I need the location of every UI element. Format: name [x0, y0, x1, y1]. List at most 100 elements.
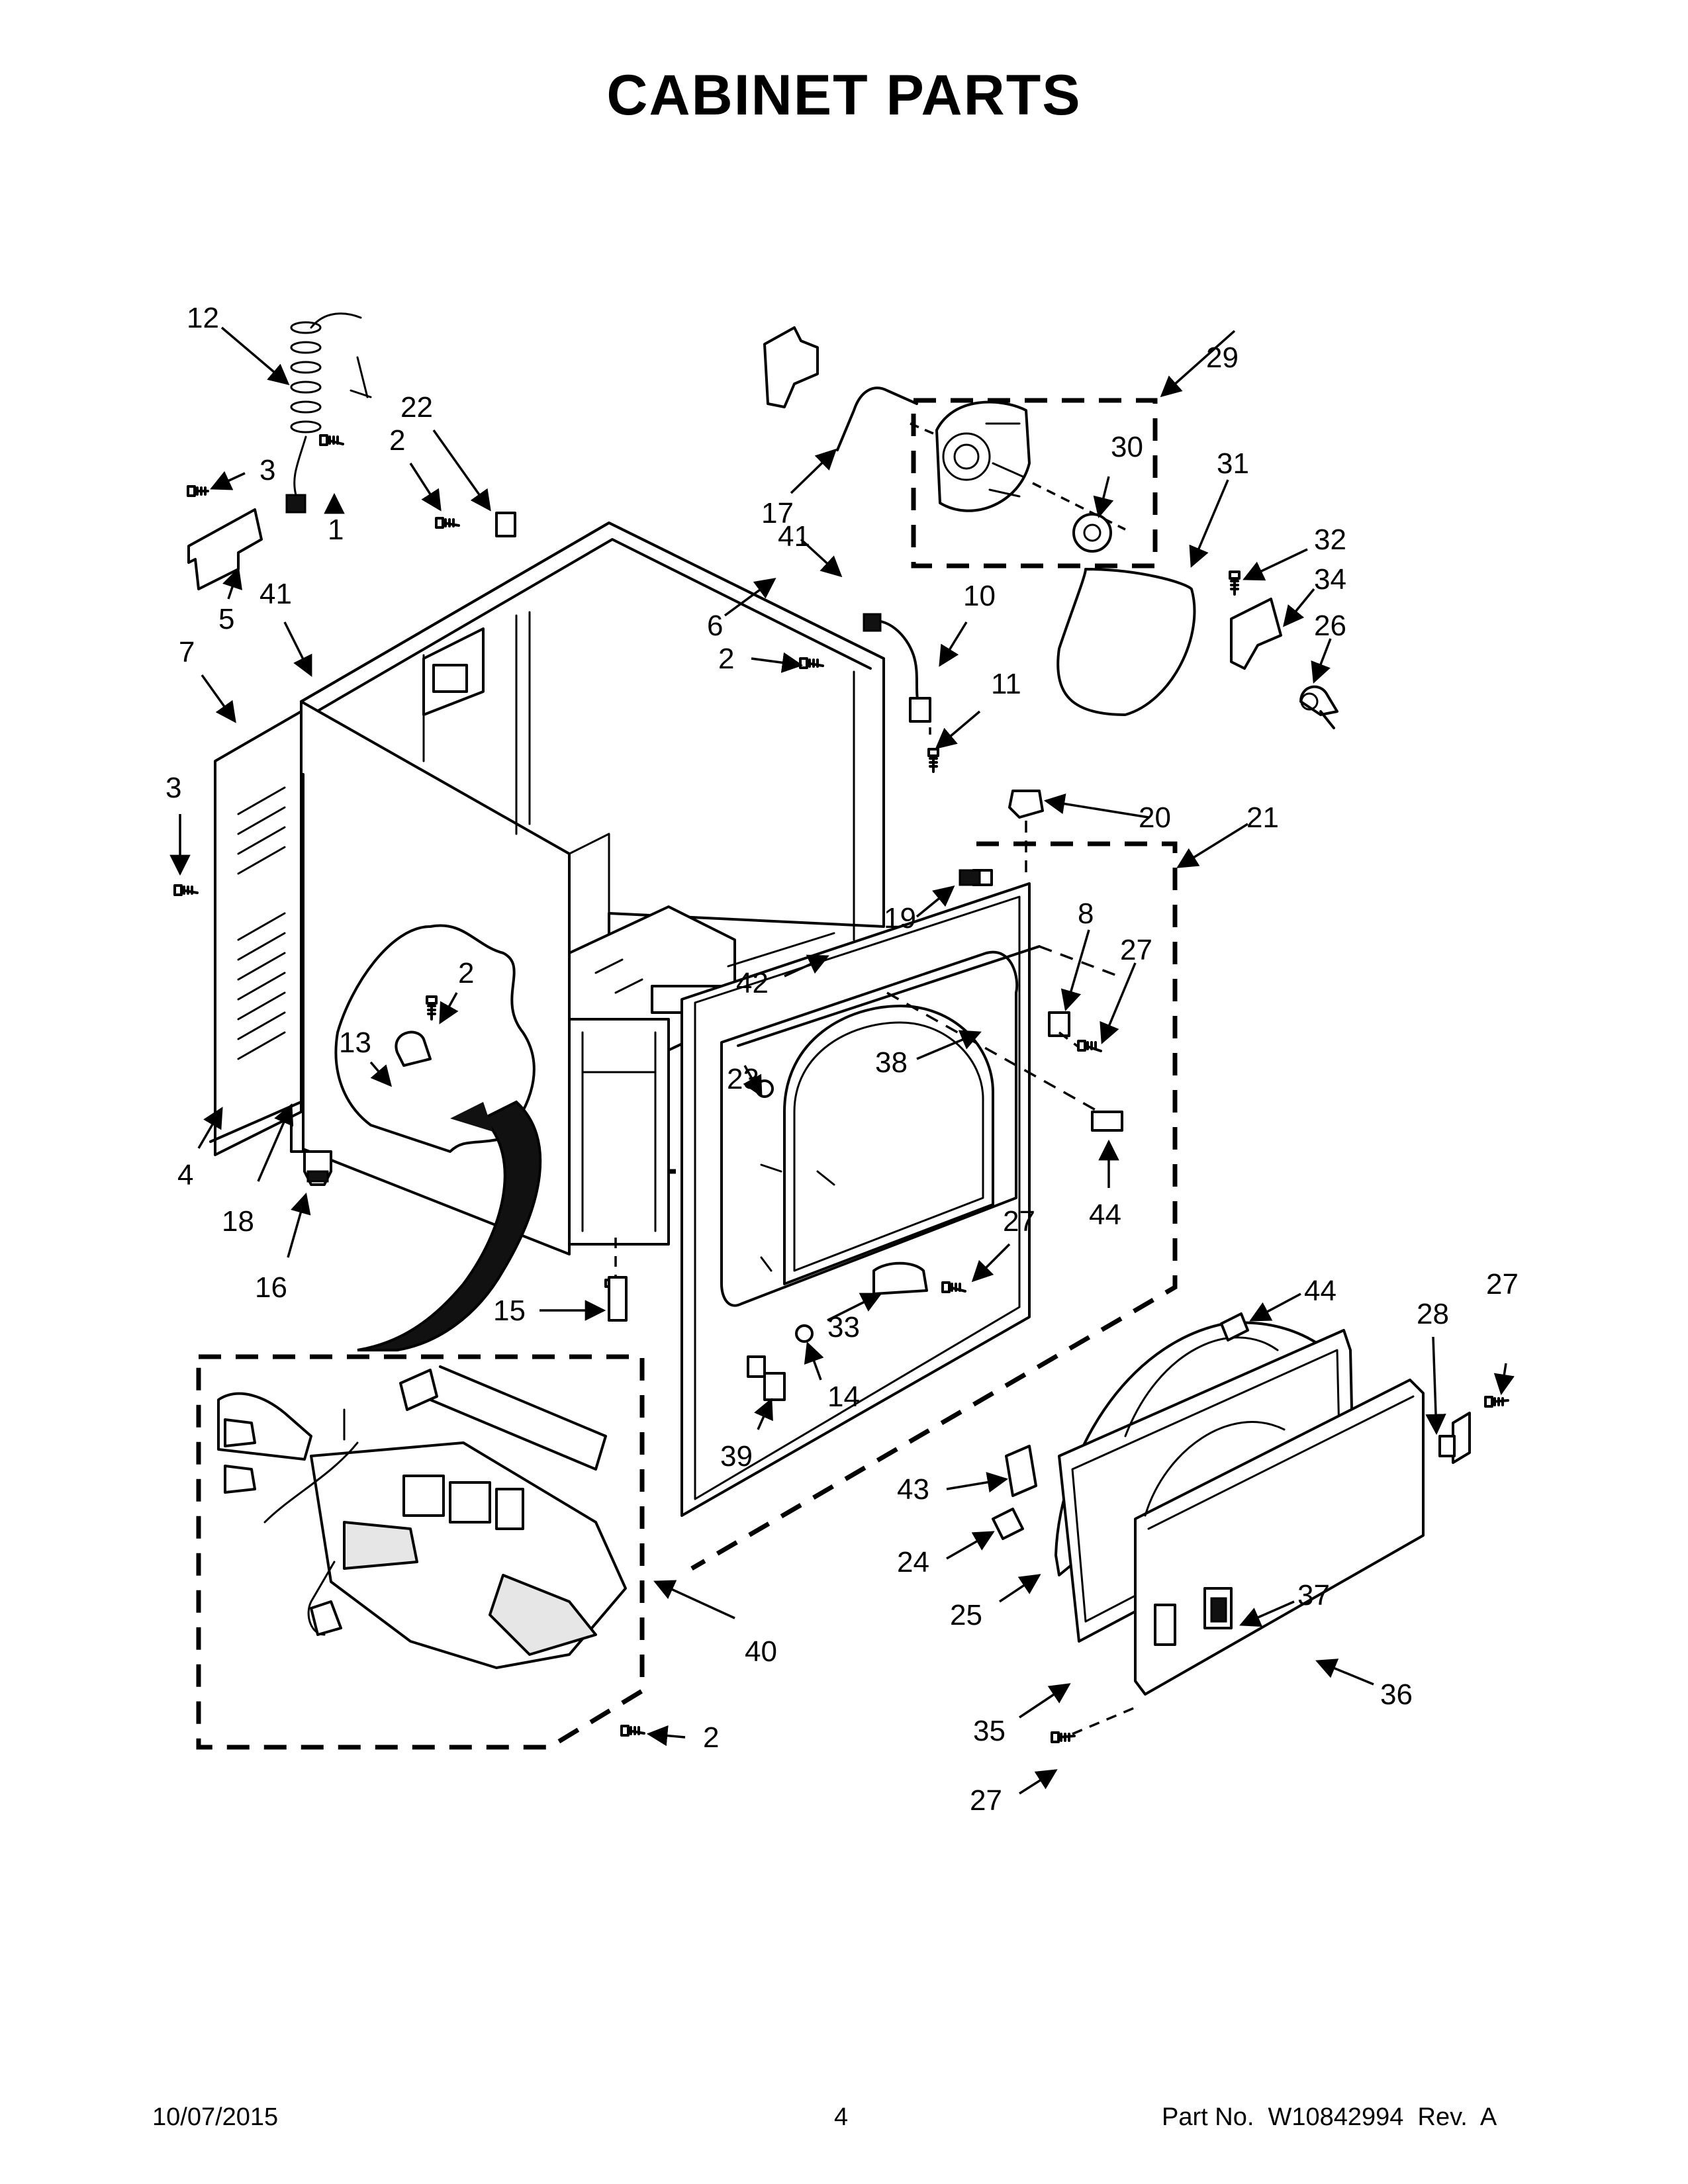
lamp-socket-39: [763, 1372, 786, 1401]
callout-27: 27: [1003, 1205, 1035, 1238]
screw-icon: [620, 1725, 645, 1737]
callout-27: 27: [970, 1784, 1002, 1817]
bracket-8: [1048, 1011, 1070, 1037]
callout-35: 35: [973, 1715, 1006, 1747]
callout-17: 17: [761, 497, 794, 529]
callout-32: 32: [1314, 523, 1346, 556]
grommet-14: [795, 1324, 814, 1343]
callout-12: 12: [187, 302, 219, 334]
screw-icon: [319, 434, 344, 446]
callout-4: 4: [177, 1159, 193, 1191]
callout-38: 38: [875, 1046, 908, 1079]
callout-29: 29: [1206, 341, 1239, 374]
idler-pulley-26: [1299, 685, 1338, 716]
callout-41: 41: [259, 578, 292, 610]
callout-5: 5: [218, 603, 234, 635]
callout-30: 30: [1111, 431, 1143, 463]
drive-belt-31: [1056, 568, 1196, 716]
callout-43: 43: [897, 1473, 929, 1506]
cross-bar-42: [737, 945, 1041, 1047]
callout-7: 7: [179, 636, 195, 668]
callout-31: 31: [1217, 447, 1249, 480]
exhaust-duct: [357, 1100, 542, 1351]
callout-27: 27: [1120, 934, 1152, 966]
callout-23: 23: [727, 1063, 759, 1095]
idler-bracket-34: [1230, 598, 1282, 670]
footer-page-number: 4: [834, 2103, 849, 2131]
left-panels: [187, 312, 372, 1186]
motor-bracket-6: [763, 326, 819, 408]
callout-15: 15: [493, 1295, 526, 1327]
callout-37: 37: [1297, 1579, 1330, 1612]
bracket-13: [395, 1030, 432, 1067]
motor-assembly-boundary: [911, 398, 1158, 569]
callout-10: 10: [963, 580, 996, 612]
bracket-15: [608, 1276, 628, 1322]
door-catch-24: [992, 1508, 1024, 1540]
switch-19: [959, 869, 981, 886]
front-panel: [680, 790, 1123, 1517]
door-strike-43: [1005, 1445, 1037, 1497]
callout-28: 28: [1417, 1298, 1449, 1330]
callout-2: 2: [718, 643, 734, 675]
screw-icon: [1484, 1396, 1509, 1408]
footer-date: 10/07/2015: [152, 2103, 279, 2131]
screw-icon: [941, 1281, 966, 1293]
callout-1: 1: [328, 514, 344, 546]
callout-18: 18: [222, 1205, 254, 1238]
vent-slots: [237, 786, 286, 1060]
callout-2: 2: [458, 957, 474, 989]
burner-assembly-boundary: [196, 1354, 645, 1750]
strike-plate-44: [1091, 1111, 1123, 1132]
callout-3: 3: [259, 454, 275, 486]
callout-34: 34: [1314, 563, 1346, 596]
callout-25: 25: [950, 1599, 982, 1631]
cutaway-blob: [334, 924, 536, 1153]
top-cap-20: [1008, 790, 1044, 819]
callout-2: 2: [703, 1721, 719, 1754]
pulley: [1072, 513, 1112, 553]
vented-side-panel: [214, 710, 303, 1156]
cover-plate-5: [187, 508, 263, 590]
callout-42: 42: [736, 967, 769, 999]
motor-assembly: [763, 326, 1338, 729]
screw-icon: [435, 517, 460, 529]
callout-numbers: 12 22 2 3 1 5 41 7 3 2 13 4 18 16 6 17 2…: [165, 302, 1519, 1817]
screw-icon: [173, 884, 199, 896]
callout-22: 22: [400, 391, 433, 424]
small-parts: [495, 512, 931, 1322]
callout-2: 2: [389, 424, 405, 457]
motor-clip-17: [836, 387, 918, 451]
screw-icon: [1051, 1731, 1076, 1743]
screw-icon: [1077, 1040, 1102, 1052]
callout-27: 27: [1486, 1268, 1519, 1300]
callout-36: 36: [1380, 1678, 1413, 1711]
callout-24: 24: [897, 1546, 929, 1578]
front-panel-assembly-boundary: [690, 841, 1178, 1571]
callout-6: 6: [707, 610, 723, 642]
callout-16: 16: [255, 1271, 287, 1304]
callout-39: 39: [720, 1440, 753, 1473]
burner-assembly-40: [217, 1365, 627, 1669]
wire-harness-10: [866, 619, 921, 709]
screw-icon: [1229, 570, 1241, 596]
callout-19: 19: [884, 902, 916, 934]
callout-41: 41: [778, 520, 810, 553]
callout-40: 40: [745, 1635, 777, 1668]
burner-tube: [399, 1369, 438, 1411]
power-cord-12: [290, 312, 372, 496]
callout-21: 21: [1246, 801, 1279, 834]
callout-11: 11: [991, 668, 1021, 700]
terminal-block-1: [285, 494, 306, 514]
callout-44: 44: [1304, 1275, 1336, 1307]
page-title: CABINET PARTS: [606, 64, 1082, 127]
callout-44: 44: [1089, 1199, 1121, 1231]
screws: [173, 434, 1509, 1743]
callout-13: 13: [339, 1026, 371, 1059]
leader-arrows: [169, 326, 1515, 1795]
callout-14: 14: [827, 1381, 860, 1413]
screw-icon: [426, 995, 438, 1021]
door-assembly: [992, 1312, 1471, 1696]
screw-icon: [187, 485, 209, 497]
